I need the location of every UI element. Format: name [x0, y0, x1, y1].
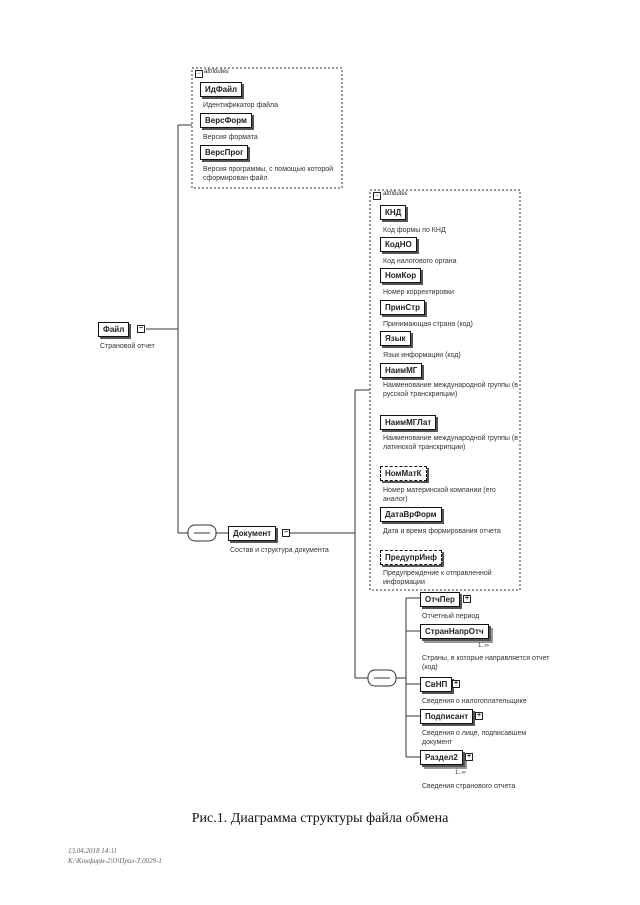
- child-name: ОтчПер: [425, 595, 455, 604]
- attr-name: ПринСтр: [385, 303, 420, 312]
- file-attr-box-3[interactable]: ВерсПрог: [200, 145, 249, 160]
- attr-name: ИдФайл: [205, 85, 238, 94]
- attr-name: Язык: [385, 334, 406, 343]
- doc-attr-desc-9: Дата и время формирования отчета: [383, 528, 501, 535]
- attr-name: НомМатК: [385, 469, 422, 478]
- doc-attr-box-9[interactable]: ДатаВрФорм: [380, 507, 442, 522]
- doc-attr-box-4[interactable]: ПринСтр: [380, 300, 425, 315]
- doc-attr-box-5[interactable]: Язык: [380, 331, 411, 346]
- attr-name: ВерсПрог: [205, 148, 244, 157]
- child-box-otchper[interactable]: ОтчПер: [420, 592, 460, 607]
- attr-name: КодНО: [385, 240, 412, 249]
- attr-name: НомКор: [385, 271, 417, 280]
- footer-timestamp: 13.04.2018 14:11: [68, 847, 118, 855]
- doc-attr-box-2[interactable]: КодНО: [380, 237, 417, 252]
- doc-attr-desc-6: Наименование международной группы (в рус…: [383, 382, 518, 398]
- child-box-razdel2[interactable]: Раздел2: [420, 750, 463, 765]
- child-name: Раздел2: [425, 753, 458, 762]
- child-desc-podpisant: Сведения о лице, подписавшем документ: [422, 730, 527, 746]
- expand-icon[interactable]: +: [452, 680, 460, 688]
- child-desc-otchper: Отчетный период: [422, 613, 480, 620]
- attr-name: ВерсФорм: [205, 116, 247, 125]
- document-element-box[interactable]: Документ: [228, 526, 277, 541]
- attr-name: НаимМГЛат: [385, 418, 432, 427]
- root-element-box[interactable]: Файл: [98, 322, 130, 337]
- root-element-name: Файл: [103, 325, 125, 334]
- doc-attr-box-10[interactable]: ПредупрИнф: [380, 550, 443, 565]
- doc-attr-desc-5: Язык информации (код): [383, 352, 461, 359]
- doc-attr-desc-3: Номер корректировки: [383, 289, 454, 296]
- attr-name: ПредупрИнф: [385, 553, 438, 562]
- doc-attr-desc-10: Предупреждение к отправленной информации: [383, 570, 492, 586]
- file-attributes-group-frame: [191, 67, 343, 189]
- doc-attr-box-3[interactable]: НомКор: [380, 268, 422, 283]
- child-name: Подписант: [425, 712, 469, 721]
- doc-attr-box-8[interactable]: НомМатК: [380, 466, 427, 481]
- file-attr-box-1[interactable]: ИдФайл: [200, 82, 243, 97]
- doc-attr-desc-2: Код налогового органа: [383, 258, 457, 265]
- child-name: СтранНапрОтч: [425, 627, 484, 636]
- child-desc-razdel2: Сведения странового отчета: [422, 783, 516, 790]
- collapse-icon[interactable]: −: [195, 70, 203, 78]
- attr-name: ДатаВрФорм: [385, 510, 437, 519]
- child-card-strannaprotch: 1..∞: [478, 643, 489, 649]
- file-attr-desc-1: Идентификатор файла: [203, 102, 279, 109]
- expand-icon[interactable]: −: [137, 325, 145, 333]
- doc-attr-box-7[interactable]: НаимМГЛат: [380, 415, 437, 430]
- child-desc-strannaprotch: Страны, в которые направляется отчет (ко…: [422, 655, 550, 671]
- document-element-name: Документ: [233, 529, 272, 538]
- child-box-podpisant[interactable]: Подписант: [420, 709, 474, 724]
- collapse-icon[interactable]: −: [373, 192, 381, 200]
- child-box-svnp[interactable]: СвНП: [420, 677, 453, 692]
- child-name: СвНП: [425, 680, 448, 689]
- expand-icon[interactable]: +: [475, 712, 483, 720]
- doc-attr-desc-7: Наименование международной группы (в лат…: [383, 435, 518, 451]
- file-attr-desc-2: Версия формата: [203, 134, 258, 141]
- file-attributes-label: attributes: [204, 69, 229, 75]
- doc-attr-box-6[interactable]: НаимМГ: [380, 363, 423, 378]
- doc-attributes-label: attributes: [383, 191, 408, 197]
- file-attr-box-2[interactable]: ВерсФорм: [200, 113, 252, 128]
- attr-name: НаимМГ: [385, 366, 418, 375]
- doc-attr-desc-8: Номер материнской компании (его аналог): [383, 487, 496, 503]
- child-card-razdel2: 1..∞: [455, 770, 466, 776]
- root-element-desc: Страновой отчет: [100, 343, 155, 350]
- doc-attr-desc-4: Принимающая страна (код): [383, 321, 473, 328]
- footer-filepath: К:\Kонфирм-2\О\Прил-Т.0029-1: [68, 857, 162, 865]
- doc-attr-desc-1: Код формы по КНД: [383, 227, 446, 234]
- file-attr-desc-3: Версия программы, с помощью которой сфор…: [203, 166, 334, 182]
- expand-icon[interactable]: +: [463, 595, 471, 603]
- child-desc-svnp: Сведения о налогоплательщике: [422, 698, 527, 705]
- doc-attr-box-1[interactable]: КНД: [380, 205, 407, 220]
- attr-name: КНД: [385, 208, 402, 217]
- expand-icon[interactable]: +: [465, 753, 473, 761]
- child-box-strannaprotch[interactable]: СтранНапрОтч: [420, 624, 489, 639]
- document-element-desc: Состав и структура документа: [230, 547, 329, 554]
- figure-caption: Рис.1. Диаграмма структуры файла обмена: [191, 811, 449, 826]
- expand-icon[interactable]: −: [282, 529, 290, 537]
